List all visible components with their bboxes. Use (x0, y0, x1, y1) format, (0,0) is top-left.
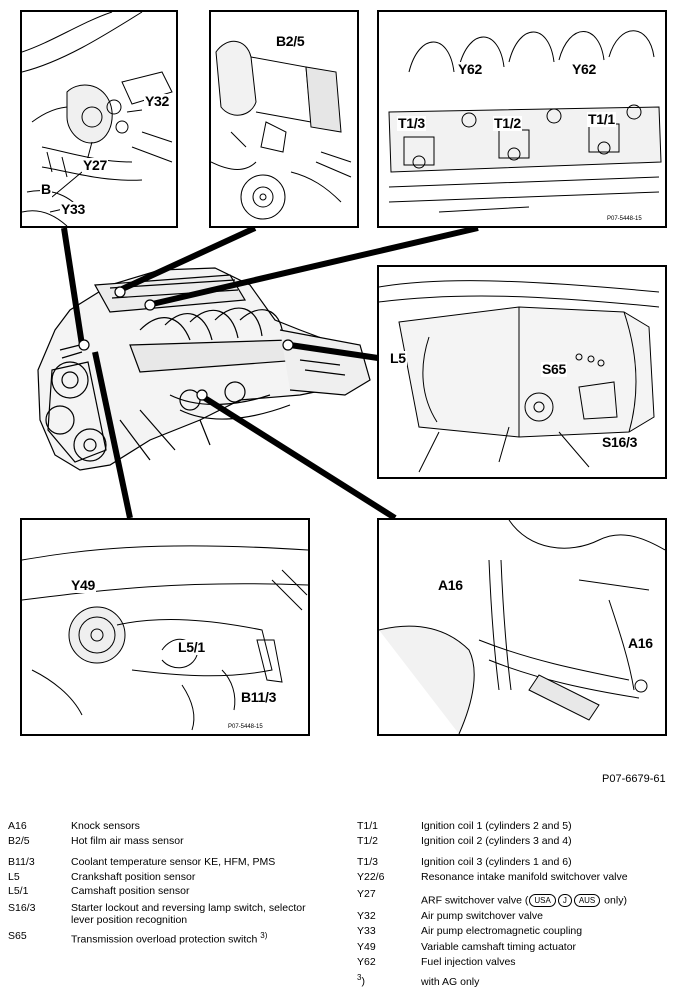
legend-code: B11/3 (8, 856, 35, 868)
legend-desc: Variable camshaft timing actuator (421, 941, 577, 953)
callout-t1-2: T1/2 (493, 115, 522, 131)
legend-desc: Hot film air mass sensor (71, 835, 184, 847)
callout-s16-3: S16/3 (601, 434, 639, 450)
detail-panel-bottom-right: A16 A16 (377, 518, 667, 736)
legend-desc: Starter lockout and reversing lamp switc… (71, 902, 306, 914)
footnote-marker: 3) (260, 931, 268, 940)
legend-desc-text: ARF switchover valve ( (421, 894, 529, 907)
detail-drawing (22, 12, 173, 226)
legend-code: L5 (8, 871, 20, 883)
plate-number: P07-5448-15 (228, 724, 263, 730)
legend-code: Y32 (357, 910, 376, 922)
legend-code: T1/1 (357, 820, 379, 832)
legend-desc: Ignition coil 2 (cylinders 3 and 4) (421, 835, 572, 847)
legend-code: S16/3 (8, 902, 36, 914)
callout-b11-3: B11/3 (240, 689, 278, 705)
legend-code: T1/3 (357, 856, 379, 868)
country-badge-aus: AUS (573, 894, 601, 907)
figure-code: P07-6679-61 (602, 773, 666, 785)
legend-code: L5/1 (8, 885, 29, 897)
legend-desc: Transmission overload protection switch … (71, 930, 267, 946)
callout-a16-left: A16 (437, 577, 464, 593)
callout-s65: S65 (541, 361, 568, 377)
legend-desc: Ignition coil 1 (cylinders 2 and 5) (421, 820, 572, 832)
footnote-number: 3 (357, 973, 362, 982)
legend-desc: Camshaft position sensor (71, 885, 190, 897)
detail-drawing (211, 40, 352, 220)
legend-code: A16 (8, 820, 27, 832)
legend-code: S65 (8, 930, 27, 942)
legend-desc: Fuel injection valves (421, 956, 516, 968)
main-engine-view (37, 225, 479, 521)
callout-y33: Y33 (60, 201, 87, 217)
callout-t1-1: T1/1 (587, 111, 616, 127)
detail-drawing (379, 280, 660, 473)
legend-desc: Air pump electromagnetic coupling (421, 925, 583, 937)
callout-a16-right: A16 (627, 635, 654, 651)
detail-panel-top-right: Y62 Y62 T1/3 T1/2 T1/1 P07-5448-15 (377, 10, 667, 228)
legend-code: 3) (357, 972, 365, 988)
callout-l5-1: L5/1 (177, 639, 206, 655)
legend-desc: Knock sensors (71, 820, 140, 832)
callout-y32: Y32 (144, 93, 171, 109)
legend-desc: Coolant temperature sensor KE, HFM, PMS (71, 856, 276, 868)
legend-desc: lever position recognition (71, 914, 188, 926)
detail-drawing (379, 520, 665, 734)
legend-code: Y33 (357, 925, 376, 937)
legend-code: Y49 (357, 941, 376, 953)
country-badge-usa: USA (529, 894, 556, 907)
legend-desc-text: Transmission overload protection switch (71, 933, 258, 946)
legend-desc-end: only) (601, 894, 627, 907)
detail-drawing (22, 545, 308, 731)
legend-desc: Resonance intake manifold switchover val… (421, 871, 628, 883)
detail-panel-top-left: Y32 Y27 B Y33 (20, 10, 178, 228)
legend-code: Y22/6 (357, 871, 385, 883)
legend-desc: Air pump switchover valve (421, 910, 543, 922)
callout-l5: L5 (389, 350, 407, 366)
legend-code: Y62 (357, 956, 376, 968)
legend-code: Y27 (357, 888, 376, 900)
callout-b2-5: B2/5 (275, 33, 306, 49)
legend-desc: with AG only (421, 976, 480, 988)
callout-b: B (40, 181, 52, 197)
legend-desc: Ignition coil 3 (cylinders 1 and 6) (421, 856, 572, 868)
callout-t1-3: T1/3 (397, 115, 426, 131)
country-badge-j: J (557, 894, 572, 907)
callout-y62-right: Y62 (571, 61, 598, 77)
legend-desc: Crankshaft position sensor (71, 871, 196, 883)
plate-number: P07-5448-15 (607, 216, 642, 222)
callout-y62-left: Y62 (457, 61, 484, 77)
callout-y27: Y27 (82, 157, 109, 173)
detail-panel-top-middle: B2/5 (209, 10, 359, 228)
detail-panel-middle-right: L5 S65 S16/3 (377, 265, 667, 479)
legend-code: T1/2 (357, 835, 379, 847)
callout-y49: Y49 (70, 577, 97, 593)
detail-panel-bottom-left: Y49 L5/1 B11/3 P07-5448-15 (20, 518, 310, 736)
footnote-suffix: ) (361, 975, 365, 988)
legend-code: B2/5 (8, 835, 30, 847)
